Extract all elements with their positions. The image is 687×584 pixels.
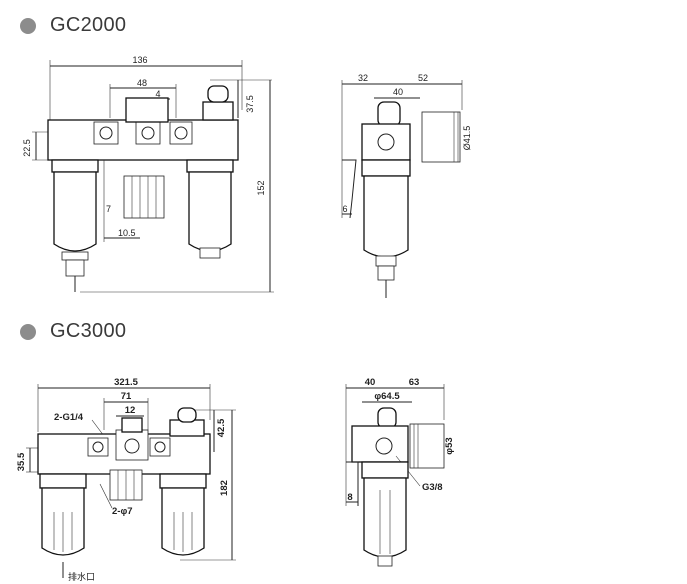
dim-gc2000-bracket: 6 <box>342 204 347 214</box>
dim-gc3000-side-right: 63 <box>409 377 420 388</box>
dim-gc3000-top-height: 42.5 <box>216 418 227 437</box>
gc3000-front-view: 321.5 71 12 2-G1/4 42.5 182 35.5 <box>16 377 236 582</box>
gc2000-side-view: 32 52 40 Ø41.5 6 <box>341 73 472 298</box>
dim-gc2000-center-span: 48 <box>137 78 147 88</box>
dim-gc3000-total-height: 182 <box>219 480 230 496</box>
dim-gc3000-bracket: 8 <box>347 492 352 503</box>
label-gc3000-holes: 2-φ7 <box>112 506 133 517</box>
dim-gc2000-top-height: 37.5 <box>245 95 255 113</box>
dim-gc2000-side-left: 32 <box>358 73 368 83</box>
dim-gc3000-side-body: φ64.5 <box>374 391 400 402</box>
section-title-gc2000: GC2000 <box>50 14 127 36</box>
bullet-icon <box>20 323 36 340</box>
dim-gc3000-center-span: 71 <box>121 391 132 402</box>
dim-gc3000-side-height: 35.5 <box>16 452 27 471</box>
section-header-gc3000: GC3000 <box>20 320 126 343</box>
dim-gc2000-side-right: 52 <box>418 73 428 83</box>
bullet-icon <box>20 17 36 34</box>
gc3000-side-view: 40 63 φ64.5 φ53 G3/8 8 <box>345 377 455 567</box>
dim-gc3000-gauge-dia: φ53 <box>444 437 455 454</box>
dim-gc2000-center-offset: 4 <box>155 89 160 99</box>
label-gc3000-port: 2-G1/4 <box>54 412 84 423</box>
section-title-gc3000: GC3000 <box>50 320 127 342</box>
dim-gc2000-side-body: 40 <box>393 87 403 97</box>
dim-gc2000-drain-gap: 7 <box>106 204 111 214</box>
gc2000-front-view: 136 48 4 37.5 152 22.5 <box>22 55 274 293</box>
dim-gc3000-side-left: 40 <box>365 377 376 388</box>
section-header-gc2000: GC2000 <box>20 14 126 37</box>
dim-gc2000-drain-width: 10.5 <box>118 228 136 238</box>
label-gc3000-drain: 排水口 <box>68 571 95 582</box>
dim-gc2000-total-height: 152 <box>256 180 266 195</box>
dim-gc2000-width: 136 <box>132 55 147 65</box>
dim-gc3000-center-offset: 12 <box>125 405 136 416</box>
dim-gc3000-width: 321.5 <box>114 377 138 388</box>
dim-gc2000-gauge-dia: Ø41.5 <box>462 126 472 151</box>
dim-gc2000-side-height: 22.5 <box>22 139 32 157</box>
label-gc3000-thread: G3/8 <box>422 482 443 493</box>
